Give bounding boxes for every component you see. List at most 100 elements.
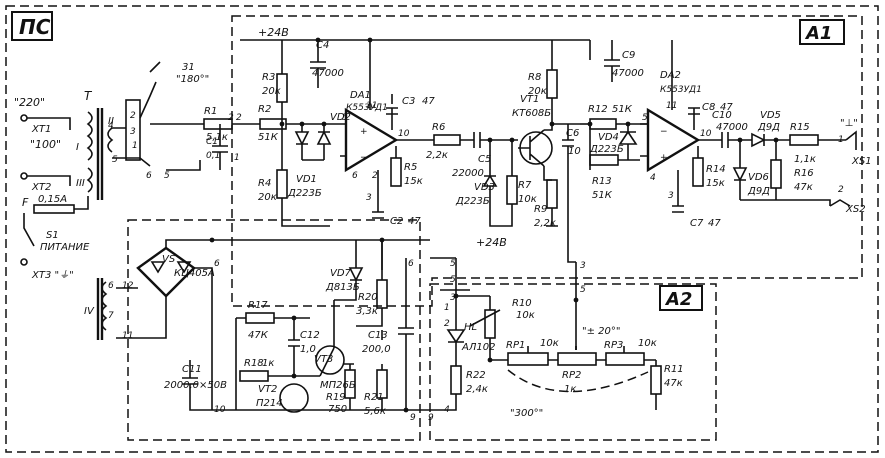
pin-number: 1 [132,141,138,151]
c5v-label: 22000 [452,168,484,179]
rp2-label: RP2 [562,370,581,381]
a2-frame [429,283,717,441]
r9-symbol [546,179,558,209]
r19v-label: 750 [328,404,347,415]
r16-symbol [770,159,782,189]
switch-label: ПИТАНИЕ [40,242,90,253]
c10v-label: 47000 [716,122,748,133]
c11-label: С11 [182,364,202,375]
r19-label: R19 [326,392,346,403]
vd3-label: VD3 [474,182,495,193]
rp3-label: RP3 [604,340,623,351]
pin-number: 5 [112,155,118,165]
selector-label: "180°" [176,74,209,85]
r16v-label: 47к [794,182,813,193]
r22v-label: 2,4к [466,384,488,395]
r12-symbol [589,118,617,130]
r13-label: R13 [592,176,612,187]
vd3v-label: Д223Б [455,196,490,207]
c3-label: С3 [402,96,415,107]
r4v-label: 20к [258,192,277,203]
r3v-label: 20к [262,86,281,97]
pin-number: 3 [450,293,456,303]
c11v-label: 2000,0×50В [164,380,227,391]
pin-number: 4 [108,121,114,131]
r9-label: R9 [534,204,547,215]
pin-number: 3 [366,193,372,203]
r9v-label: 2,2к [534,218,556,229]
angle-300: "300°" [510,408,543,419]
r7-label: R7 [518,180,532,191]
c3-symbol [386,94,398,130]
r11-symbol [650,365,662,395]
vd2-symbol [316,124,332,160]
r12-label: R12 [588,104,608,115]
c12v-label: 1,0 [300,344,316,355]
vd3-symbol [482,140,498,216]
c9v-label: 47000 [612,68,644,79]
r7v-label: 10к [518,194,537,205]
pin-number: 11 [666,101,677,111]
top-rail-label: +24В [258,26,289,39]
xt3-label: ХТ3 "⏚" [31,270,74,281]
c2v-label: 47 [408,216,421,227]
r20-label: R20 [358,292,378,303]
ps-frame [5,5,879,453]
pin-number: 2 [372,171,378,181]
pin-number: 3 [580,261,586,271]
r14-label: R14 [706,164,726,175]
vt1-label: VT1 [520,94,539,105]
c9-label: С9 [622,50,635,61]
pin-number: 4 [444,405,450,415]
out-pins2-label: 2 [838,185,844,195]
pin-number: 11 [366,101,377,111]
vd4v-label: Д223Б [589,144,624,155]
r5-label: R5 [404,162,417,173]
xt3-terminal [20,258,28,266]
c7-label: С7 [690,218,704,229]
da2v-label: К553УД1 [660,85,702,95]
vd5-label: VD5 [760,110,781,121]
vsv-label: КЦ405А [174,268,215,279]
hlv-label: АЛ102 [461,342,495,353]
r2-label: R2 [258,104,271,115]
input-selector: 2 3 1 31 "180°" 6 5 [112,61,209,181]
r17-label: R17 [248,300,268,311]
vd1-label: VD1 [296,174,317,185]
vt3-symbol [315,345,345,375]
pin-number: 1 [234,153,240,163]
vd1-symbol [294,124,310,160]
c6-symbol [562,124,574,190]
pin-number: 5 [450,259,456,269]
c2-label: С2 [390,216,403,227]
r17-symbol [245,312,275,324]
r11-label: R11 [664,364,684,375]
xs1-symbol [845,130,857,150]
c7v-label: 47 [708,218,721,229]
pin-number: 10 [700,129,712,139]
winding-4: IV [84,306,95,317]
r14v-label: 15к [706,178,725,189]
r21v-label: 5,6к [364,406,386,417]
pin-number: 2 [444,319,450,329]
transformer-ref: Т [84,89,93,103]
pin-number: 2 [130,111,136,121]
pin-number: − [360,153,368,163]
c4-symbol [310,40,326,88]
stage-vt1: R6 2,2к С5 22000 VD3 Д223Б R7 10к VT1 КТ… [426,40,581,263]
xt2-terminal [20,172,28,180]
vd7v-label: Д813Б [325,282,360,293]
pin-number: 9 [428,413,434,423]
vd2-label: VD2 [330,112,351,123]
r6-symbol [433,134,461,146]
c8-symbol [688,107,700,130]
stage-da1: R1 5,1к R2 51К 2 2 С1 0,1 1 R3 20к R4 20… [150,40,435,227]
vd7-symbol [334,240,364,301]
xt1-terminal [20,114,28,122]
r1-label: R1 [204,106,217,117]
r7-symbol [506,175,518,205]
pin-number: 4 [650,173,656,183]
v100-label: "100" [30,138,61,151]
vd7-label: VD7 [330,268,352,279]
